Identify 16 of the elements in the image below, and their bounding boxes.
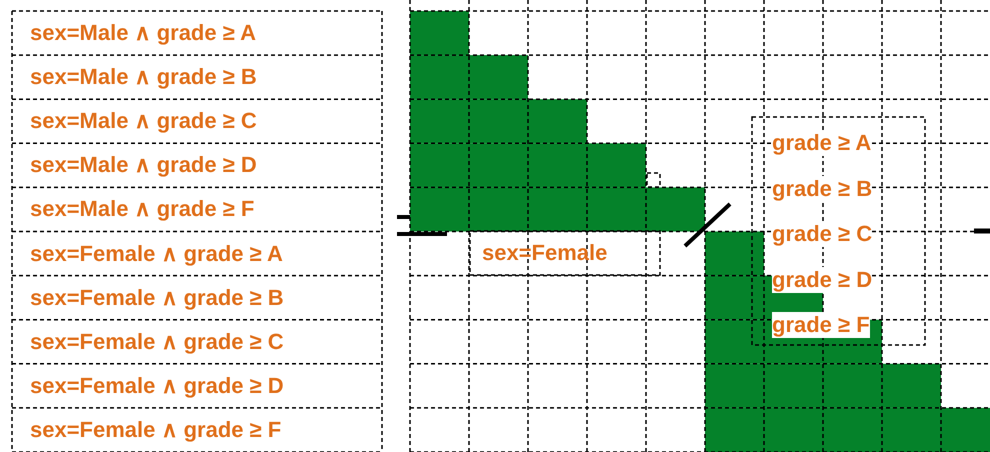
condition-label: sex=Female ∧ grade ≥ F bbox=[30, 416, 282, 443]
condition-label: sex=Female bbox=[482, 240, 608, 266]
condition-label: sex=Male ∧ grade ≥ D bbox=[30, 152, 257, 178]
condition-label: grade ≥ F bbox=[772, 312, 870, 338]
condition-label: sex=Female ∧ grade ≥ A bbox=[30, 240, 283, 266]
condition-label: sex=Male ∧ grade ≥ A bbox=[30, 20, 256, 46]
condition-label: sex=Female ∧ grade ≥ C bbox=[30, 328, 284, 355]
condition-label: grade ≥ A bbox=[772, 130, 872, 156]
condition-label: sex=Male ∧ grade ≥ F bbox=[30, 196, 254, 222]
condition-label: grade ≥ D bbox=[772, 266, 872, 292]
condition-label: sex=Female ∧ grade ≥ D bbox=[30, 372, 284, 399]
condition-label: sex=Female ∧ grade ≥ B bbox=[30, 284, 284, 311]
condition-label: sex=Male ∧ grade ≥ C bbox=[30, 108, 257, 134]
condition-label: grade ≥ B bbox=[772, 176, 872, 202]
condition-label: sex=Male ∧ grade ≥ B bbox=[30, 64, 257, 90]
condition-label: grade ≥ C bbox=[772, 221, 872, 247]
